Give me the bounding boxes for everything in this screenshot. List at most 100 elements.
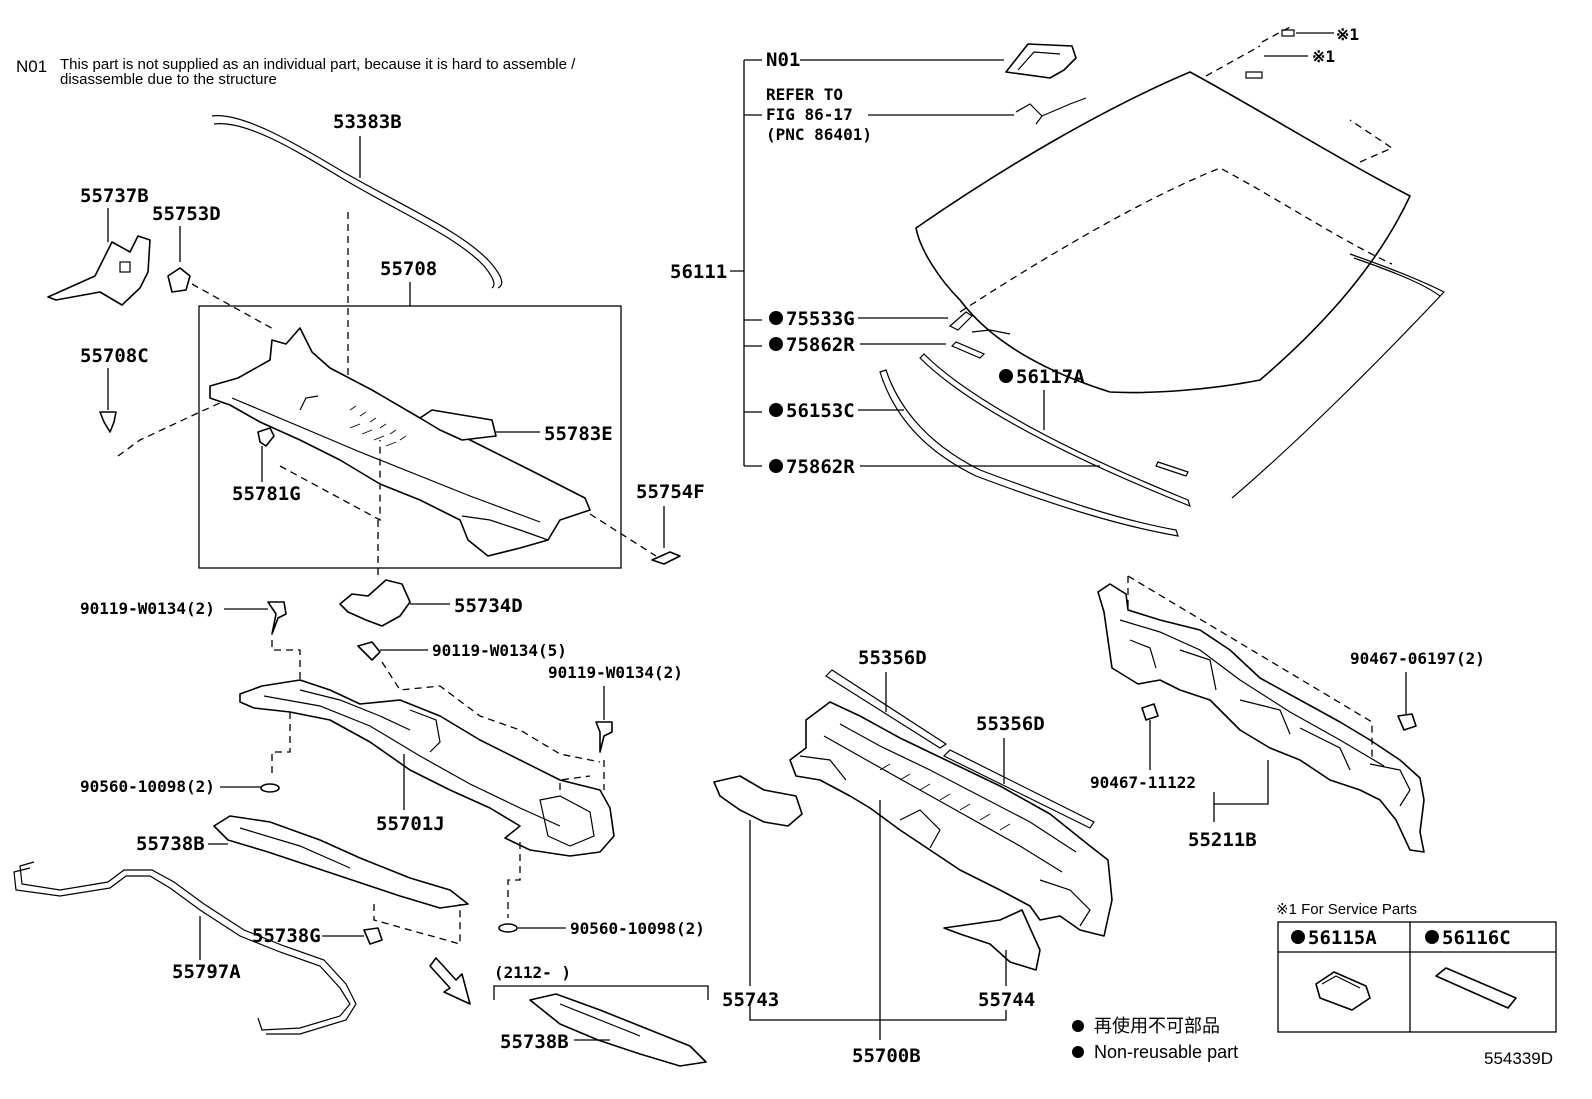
- label-55753D: 55753D: [152, 203, 221, 225]
- part-bolt-a-drawing: [267, 601, 287, 635]
- label-90119-W0134-5: 90119-W0134(5): [432, 641, 567, 660]
- label-90119-W0134-2-b: 90119-W0134(2): [548, 663, 683, 682]
- label-55708C: 55708C: [80, 345, 149, 367]
- label-N01: N01: [766, 49, 800, 71]
- part-53383B-drawing: [211, 115, 503, 289]
- non-reusable-dot-icon: [1072, 1020, 1084, 1032]
- part-55754F-drawing: [651, 551, 681, 565]
- non-reusable-dot-icon: [1072, 1046, 1084, 1058]
- label-55356D-b: 55356D: [976, 713, 1045, 735]
- part-55700B-drawing: [789, 701, 1113, 937]
- non-reusable-dot-icon: [769, 403, 783, 417]
- arrow-icon: [429, 957, 471, 1005]
- label-75862R-a: 75862R: [786, 334, 855, 356]
- part-N01-drawing: [1005, 43, 1077, 79]
- label-55737B: 55737B: [80, 185, 149, 207]
- non-reusable-dot-icon: [769, 459, 783, 473]
- label-56153C: 56153C: [786, 400, 855, 422]
- part-55744-drawing: [943, 909, 1041, 971]
- part-55708-cowl-panel: [209, 327, 591, 557]
- label-90467-06197-2: 90467-06197(2): [1350, 649, 1485, 668]
- label-55211B: 55211B: [1188, 829, 1257, 851]
- label-75533G: 75533G: [786, 308, 855, 330]
- part-55737B-drawing: [47, 235, 151, 306]
- label-56117A: 56117A: [1016, 366, 1085, 388]
- part-56115A-drawing: [1315, 971, 1371, 1011]
- part-55743-drawing: [713, 775, 803, 827]
- part-75862R-a-drawing: [950, 341, 986, 359]
- service-parts-box: ※1 For Service Parts 56115A 56116C: [1276, 901, 1557, 1033]
- part-ref1b-drawing: [1245, 71, 1263, 79]
- note-text-line2: disassemble due to the structure: [60, 71, 277, 88]
- part-55356D-a-drawing: [825, 669, 948, 749]
- label-55356D-a: 55356D: [858, 647, 927, 669]
- part-bolt-c-drawing: [595, 721, 613, 753]
- refer-line3: (PNC 86401): [766, 125, 872, 144]
- label-ref1b: ※1: [1312, 47, 1335, 66]
- part-55738G-drawing: [363, 927, 383, 945]
- label-55754F: 55754F: [636, 481, 705, 503]
- label-56111: 56111: [670, 261, 727, 283]
- non-reusable-dot-icon: [769, 337, 783, 351]
- label-90467-11122: 90467-11122: [1090, 773, 1196, 792]
- part-75533G-drawing: [948, 311, 1011, 335]
- label-90560-10098-2-b: 90560-10098(2): [570, 919, 705, 938]
- label-55708: 55708: [380, 258, 437, 280]
- label-ref1a: ※1: [1336, 25, 1359, 44]
- part-55797A-hose-drawing: [13, 861, 357, 1035]
- refer-line1: REFER TO: [766, 85, 843, 104]
- legend-jp: 再使用不可部品: [1094, 1016, 1220, 1036]
- box-55708: [198, 305, 622, 569]
- non-reusable-dot-icon: [769, 311, 783, 325]
- label-55797A: 55797A: [172, 961, 241, 983]
- label-2112: (2112- ): [494, 963, 571, 982]
- part-55701J-drawing: [239, 679, 615, 857]
- label-90119-W0134-2-a: 90119-W0134(2): [80, 599, 215, 618]
- part-55734D-drawing: [339, 579, 411, 627]
- part-55708C-drawing: [99, 411, 117, 433]
- non-reusable-dot-icon: [1425, 930, 1439, 944]
- part-bolt-b-drawing: [357, 641, 381, 661]
- part-55738B-b-drawing: [529, 993, 707, 1067]
- label-55744: 55744: [978, 989, 1035, 1011]
- label-55738G: 55738G: [252, 925, 321, 947]
- label-55781G: 55781G: [232, 483, 301, 505]
- part-56116C-drawing: [1435, 967, 1517, 1009]
- non-reusable-dot-icon: [1291, 930, 1305, 944]
- part-sensor-drawing: [1015, 97, 1087, 125]
- label-55700B: 55700B: [852, 1045, 921, 1067]
- part-55781G-drawing: [257, 427, 275, 447]
- part-75862R-b-drawing: [1155, 461, 1189, 477]
- label-55738B-a: 55738B: [136, 833, 205, 855]
- part-55356D-b-drawing: [942, 749, 1095, 829]
- part-56153C-drawing: [879, 369, 1179, 537]
- note-code: N01: [16, 57, 47, 76]
- service-col1-label: 56115A: [1308, 927, 1377, 949]
- label-90560-10098-2-a: 90560-10098(2): [80, 777, 215, 796]
- label-55738B-b: 55738B: [500, 1031, 569, 1053]
- part-washer-a-drawing: [260, 783, 280, 793]
- service-box-title: ※1 For Service Parts: [1276, 901, 1417, 918]
- figure-id: 554339D: [1484, 1049, 1553, 1068]
- note-text-line1: This part is not supplied as an individu…: [60, 56, 576, 73]
- part-clip-b-drawing: [1141, 703, 1159, 721]
- part-55753D-drawing: [167, 267, 191, 293]
- label-75862R-b: 75862R: [786, 456, 855, 478]
- label-55701J: 55701J: [376, 813, 445, 835]
- label-55743: 55743: [722, 989, 779, 1011]
- legend-en: Non-reusable part: [1094, 1042, 1238, 1062]
- part-ref1a-drawing: [1281, 29, 1295, 37]
- part-clip-a-drawing: [1397, 713, 1417, 731]
- service-col2-label: 56116C: [1442, 927, 1511, 949]
- part-washer-b-drawing: [498, 923, 518, 933]
- refer-line2: FIG 86-17: [766, 105, 853, 124]
- label-55734D: 55734D: [454, 595, 523, 617]
- label-53383B: 53383B: [333, 111, 402, 133]
- part-56117A-drawing: [919, 353, 1191, 508]
- part-55783E-drawing: [419, 409, 497, 441]
- part-56111-windshield-drawing: [915, 25, 1445, 499]
- non-reusable-dot-icon: [999, 369, 1013, 383]
- part-55211B-drawing: [1097, 583, 1425, 853]
- label-55783E: 55783E: [544, 423, 613, 445]
